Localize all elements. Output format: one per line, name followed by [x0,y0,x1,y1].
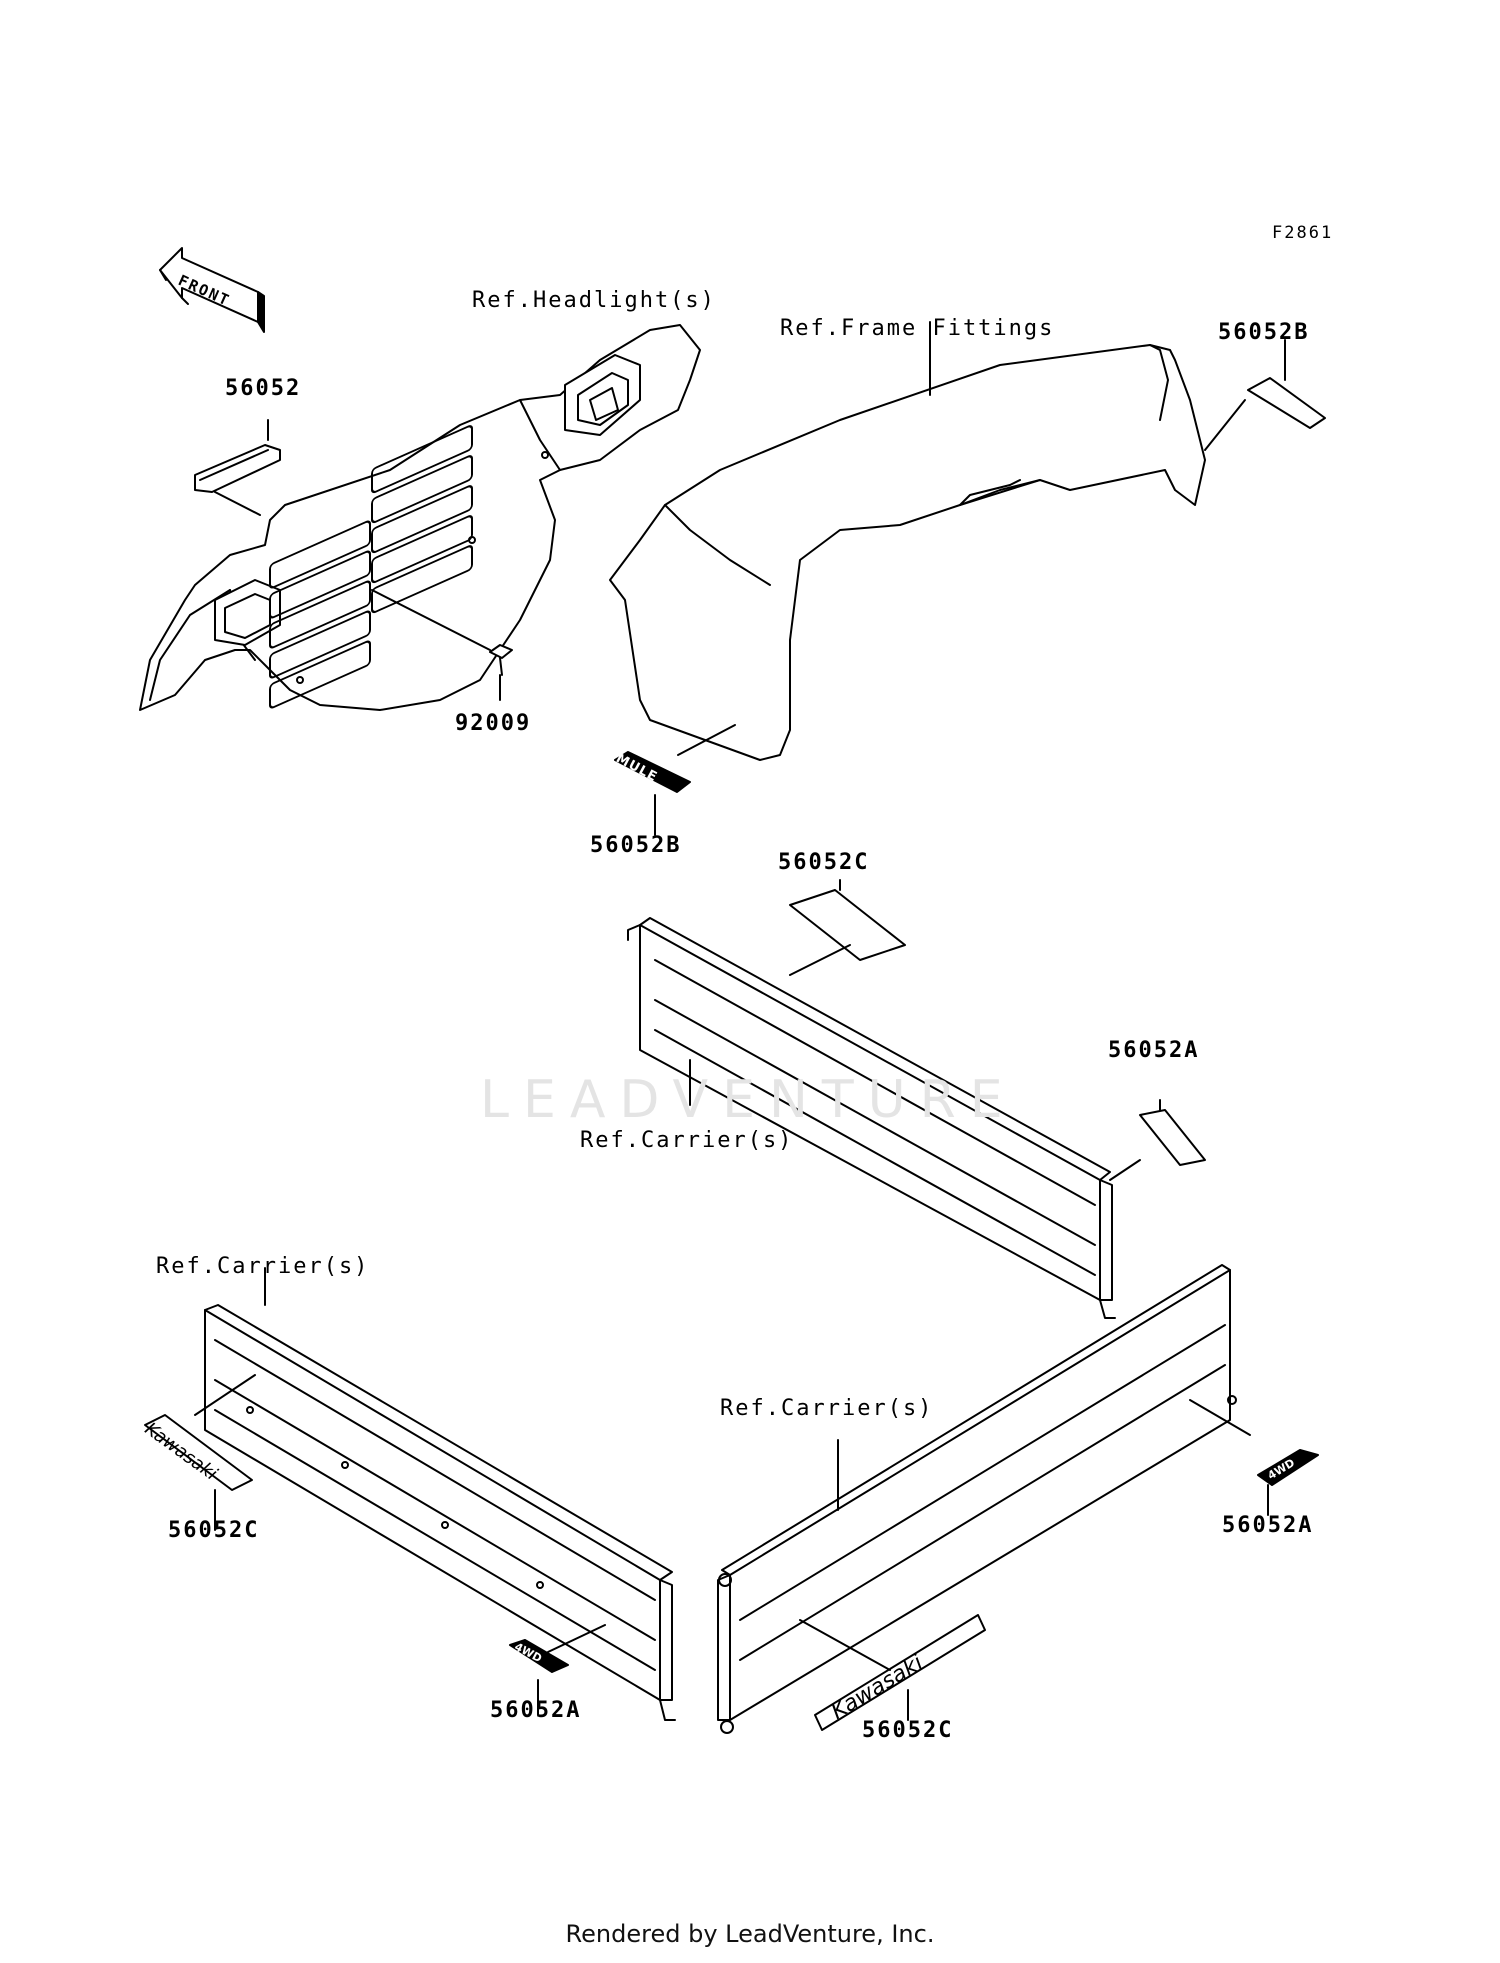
part-number-56052A-bottom: 56052A [490,1698,582,1723]
decal-mule [614,724,736,836]
part-number-56052: 56052 [225,376,302,401]
callout-ref-carrier-right: Ref.Carrier(s) [720,1396,934,1421]
part-number-56052B-bottom: 56052B [590,833,682,858]
callout-ref-carrier-left: Ref.Carrier(s) [156,1254,370,1279]
watermark: LEADVENTURE [480,1070,1017,1130]
part-number-56052A-mid: 56052A [1108,1038,1200,1063]
callout-ref-frame-fittings: Ref.Frame Fittings [780,316,1055,341]
decal-kawasaki-left [144,1414,253,1531]
carrier-gate-left [194,1267,676,1721]
front-cover-grille [139,324,701,711]
bolt-92009 [371,589,513,701]
decal-56052A-mid [1109,1099,1206,1181]
callout-ref-carrier-upper: Ref.Carrier(s) [580,1128,794,1153]
rear-fender [609,321,1206,761]
carrier-gate-upper [627,917,1116,1319]
decal-56052B-top [1204,339,1326,451]
carrier-gate-right [717,1264,1251,1734]
decal-56052C-mid [789,879,906,976]
front-arrow-icon [159,247,265,333]
part-number-56052C-mid: 56052C [778,850,870,875]
footer-credit: Rendered by LeadVenture, Inc. [565,1920,935,1948]
figure-id: F2861 [1272,223,1334,243]
part-number-56052C-bottom: 56052C [862,1718,954,1743]
part-number-56052B-top: 56052B [1218,320,1310,345]
clip-56052 [194,419,281,516]
decal-kawasaki-bottom [799,1614,986,1731]
part-number-92009: 92009 [455,711,532,736]
part-number-56052C-left: 56052C [168,1518,260,1543]
part-number-56052A-right: 56052A [1222,1513,1314,1538]
callout-ref-headlight: Ref.Headlight(s) [472,288,716,313]
decal-4wd-bottom [509,1624,606,1716]
decal-4wd-right [1257,1449,1319,1516]
